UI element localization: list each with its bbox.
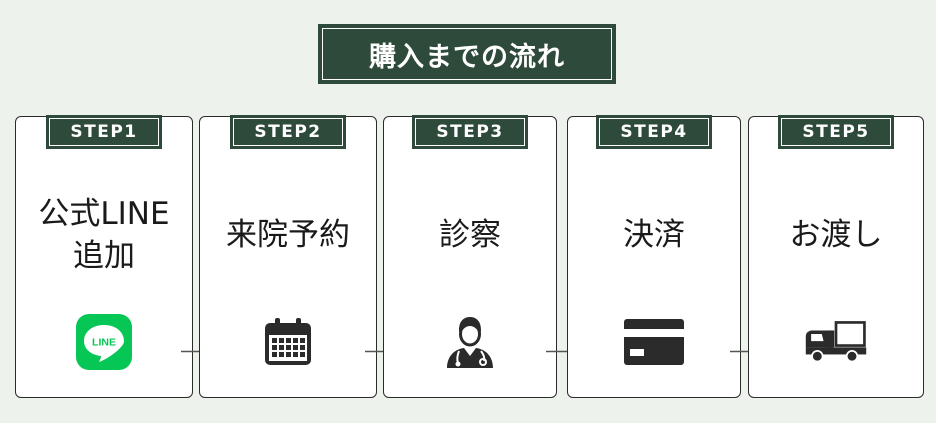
doctor-icon xyxy=(438,313,502,371)
step-badge-text: STEP3 xyxy=(436,122,504,142)
step-label-1: 公式LINE 追加 xyxy=(16,193,192,277)
step-card-3: STEP3 診察 xyxy=(383,115,557,398)
step-label-3: 診察 xyxy=(439,217,501,253)
step-badge-3: STEP3 xyxy=(412,115,528,149)
step-badge-5: STEP5 xyxy=(778,115,894,149)
step-badge-2: STEP2 xyxy=(230,115,346,149)
step-badge-text: STEP2 xyxy=(254,122,322,142)
delivery-truck-icon xyxy=(804,313,868,371)
line-icon-text: LINE xyxy=(92,337,116,349)
step-card-1: STEP1 公式LINE 追加 LINE xyxy=(15,115,193,398)
step-badge-text: STEP1 xyxy=(70,122,138,142)
step-label-4: 決済 xyxy=(623,217,685,253)
credit-card-icon xyxy=(622,313,686,371)
step-label-5: お渡し xyxy=(789,217,883,253)
step-label-line1: 公式LINE xyxy=(38,196,170,232)
step-card-4: STEP4 決済 xyxy=(567,115,741,398)
step-label-line2: 追加 xyxy=(73,238,135,274)
step-card-5: STEP5 お渡し xyxy=(748,115,924,398)
page-title-banner: 購入までの流れ xyxy=(318,24,616,84)
page-title: 購入までの流れ xyxy=(369,41,565,73)
step-badge-text: STEP4 xyxy=(620,122,688,142)
calendar-icon xyxy=(256,313,320,371)
step-label-2: 来院予約 xyxy=(226,217,350,253)
step-badge-text: STEP5 xyxy=(802,122,870,142)
step-card-2: STEP2 来院予約 xyxy=(199,115,377,398)
step-badge-4: STEP4 xyxy=(596,115,712,149)
title-inner-border xyxy=(322,28,612,80)
step-badge-1: STEP1 xyxy=(46,115,162,149)
line-app-icon: LINE xyxy=(72,313,136,371)
